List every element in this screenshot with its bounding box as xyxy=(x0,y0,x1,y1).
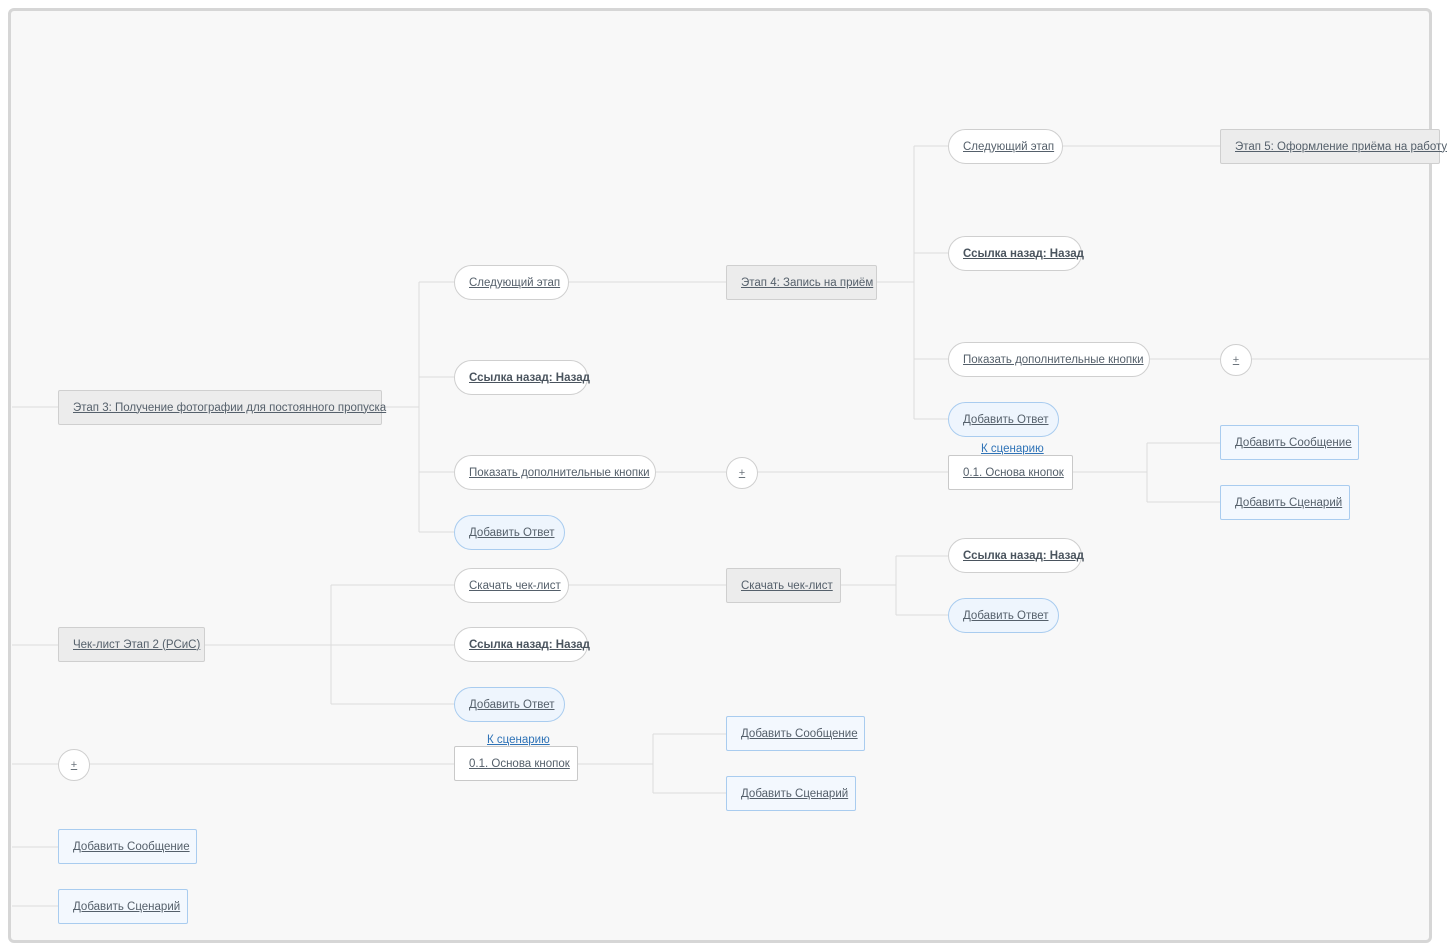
to-scenario-link[interactable]: К сценарию xyxy=(981,443,1044,455)
back-link-pill[interactable]: Ссылка назад: Назад xyxy=(948,538,1084,573)
stage-4-node[interactable]: Этап 4: Запись на приём xyxy=(726,265,877,300)
add-scenario-button[interactable]: Добавить Сценарий xyxy=(58,889,188,924)
flow-canvas[interactable] xyxy=(8,8,1432,943)
add-answer-pill[interactable]: Добавить Ответ xyxy=(454,687,565,722)
stage-3-node[interactable]: Этап 3: Получение фотографии для постоян… xyxy=(58,390,386,425)
download-checklist-pill[interactable]: Скачать чек-лист xyxy=(454,568,569,603)
download-checklist-node[interactable]: Скачать чек-лист xyxy=(726,568,841,603)
to-scenario-link[interactable]: К сценарию xyxy=(487,734,550,746)
next-step-pill[interactable]: Следующий этап xyxy=(454,265,569,300)
add-message-button[interactable]: Добавить Сообщение xyxy=(726,716,865,751)
show-more-buttons-pill[interactable]: Показать дополнительные кнопки xyxy=(948,342,1150,377)
add-scenario-button[interactable]: Добавить Сценарий xyxy=(1220,485,1350,520)
add-answer-pill[interactable]: Добавить Ответ xyxy=(948,402,1059,437)
show-more-buttons-pill[interactable]: Показать дополнительные кнопки xyxy=(454,455,656,490)
base-buttons-scenario-node[interactable]: 0.1. Основа кнопок xyxy=(948,455,1073,490)
checklist-stage-2-node[interactable]: Чек-лист Этап 2 (РСиС) xyxy=(58,627,205,662)
add-answer-pill[interactable]: Добавить Ответ xyxy=(948,598,1059,633)
base-buttons-scenario-node[interactable]: 0.1. Основа кнопок xyxy=(454,746,578,781)
add-message-button[interactable]: Добавить Сообщение xyxy=(58,829,197,864)
back-link-pill[interactable]: Ссылка назад: Назад xyxy=(454,627,590,662)
add-scenario-button[interactable]: Добавить Сценарий xyxy=(726,776,856,811)
expand-plus-button[interactable]: + xyxy=(1220,344,1252,376)
stage-5-node[interactable]: Этап 5: Оформление приёма на работу xyxy=(1220,129,1447,164)
back-link-pill[interactable]: Ссылка назад: Назад xyxy=(948,236,1084,271)
expand-plus-button[interactable]: + xyxy=(58,749,90,781)
next-step-pill[interactable]: Следующий этап xyxy=(948,129,1063,164)
add-answer-pill[interactable]: Добавить Ответ xyxy=(454,515,565,550)
add-message-button[interactable]: Добавить Сообщение xyxy=(1220,425,1359,460)
expand-plus-button[interactable]: + xyxy=(726,457,758,489)
back-link-pill[interactable]: Ссылка назад: Назад xyxy=(454,360,590,395)
